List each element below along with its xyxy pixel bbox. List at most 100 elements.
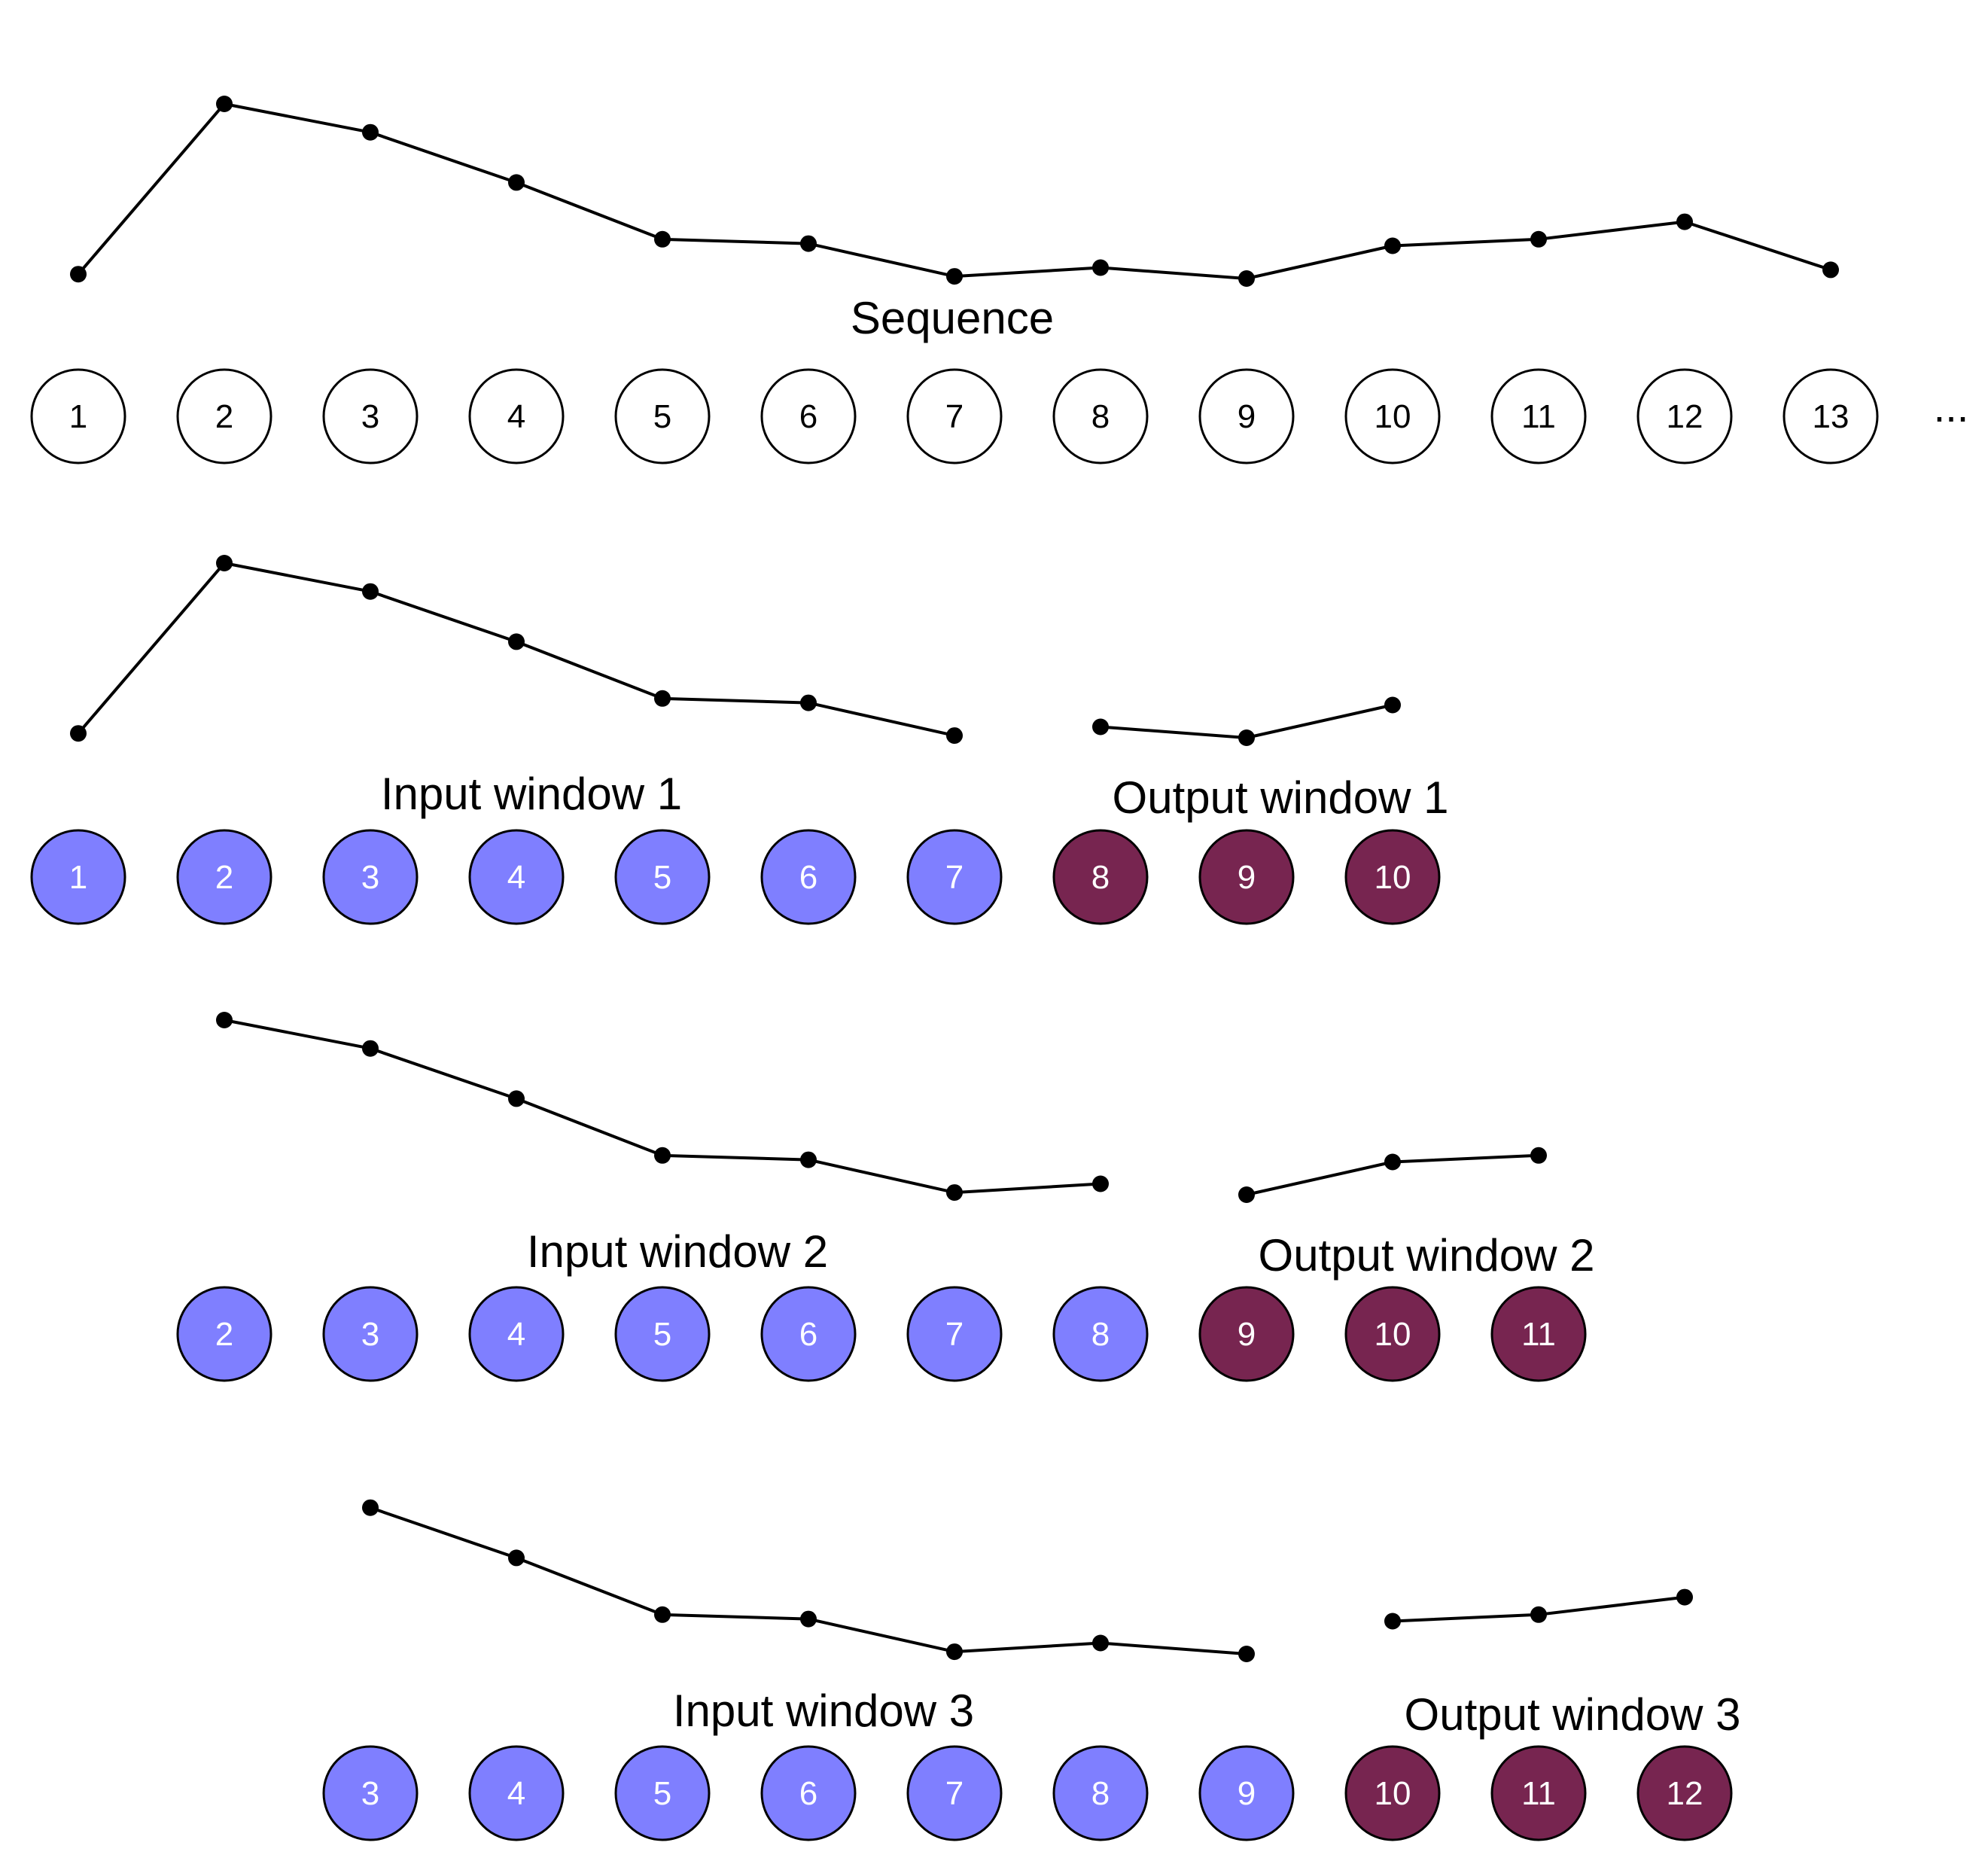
window-1-input-node-3-number: 3 bbox=[361, 859, 379, 896]
window-2-point-10 bbox=[1384, 1153, 1401, 1171]
window-2-output-node-10-number: 10 bbox=[1375, 1316, 1411, 1353]
window-2-point-4 bbox=[508, 1090, 525, 1107]
sequence-node-8: 8 bbox=[1052, 368, 1149, 464]
window-1-input-node-5-number: 5 bbox=[653, 859, 671, 896]
window-1-input-node-6: 6 bbox=[760, 829, 857, 925]
window-1-output-node-10-number: 10 bbox=[1375, 859, 1411, 896]
window-1-output-node-10-circle bbox=[1344, 829, 1441, 925]
window-3-output-node-11-number: 11 bbox=[1521, 1775, 1556, 1812]
window-3-point-6 bbox=[800, 1610, 817, 1628]
window-2-output-node-9-number: 9 bbox=[1238, 1316, 1256, 1353]
window-3-input-node-5-circle bbox=[614, 1745, 711, 1841]
window-2-input-node-6-circle bbox=[760, 1286, 857, 1382]
sequence-node-13: 13 bbox=[1783, 368, 1879, 464]
sequence-node-6-number: 6 bbox=[799, 398, 817, 435]
window-2-input-node-6: 6 bbox=[760, 1286, 857, 1382]
sequence-point-2 bbox=[216, 96, 233, 112]
window-3-point-8 bbox=[1092, 1634, 1109, 1652]
window-1-input-node-1-circle bbox=[30, 829, 126, 925]
sequence-ellipsis: ... bbox=[1934, 383, 1969, 431]
window-2-input-node-7: 7 bbox=[906, 1286, 1003, 1382]
window-3-input-node-7-circle bbox=[906, 1745, 1003, 1841]
window-3-input-node-8-circle bbox=[1052, 1745, 1149, 1841]
sequence-node-13-number: 13 bbox=[1813, 398, 1849, 435]
window-3-output-node-10: 10 bbox=[1344, 1745, 1441, 1841]
sequence-node-8-number: 8 bbox=[1091, 398, 1110, 435]
sequence-point-8 bbox=[1092, 259, 1109, 276]
window-2-point-2 bbox=[216, 1012, 233, 1028]
window-2-input-node-3: 3 bbox=[322, 1286, 419, 1382]
window-3-input-node-5-number: 5 bbox=[653, 1775, 671, 1812]
sequence-node-8-circle bbox=[1052, 368, 1149, 464]
window-3-input-node-8: 8 bbox=[1052, 1745, 1149, 1841]
sequence-node-10-number: 10 bbox=[1375, 398, 1411, 435]
sequence-point-3 bbox=[362, 123, 379, 141]
sequence-node-5-circle bbox=[614, 368, 711, 464]
sequence-node-7: 7 bbox=[906, 368, 1003, 464]
window-3-point-10 bbox=[1384, 1613, 1401, 1630]
window-1-input-node-5-circle bbox=[614, 829, 711, 925]
window-3-input-node-7: 7 bbox=[906, 1745, 1003, 1841]
window-1-input-node-7-circle bbox=[906, 829, 1003, 925]
sequence-node-1-number: 1 bbox=[69, 398, 87, 435]
sequence-node-12-circle bbox=[1636, 368, 1733, 464]
window-2-input-node-8: 8 bbox=[1052, 1286, 1149, 1382]
window-3-point-9 bbox=[1238, 1646, 1255, 1662]
window-3-input-node-6-number: 6 bbox=[799, 1775, 817, 1812]
sequence-node-11: 11 bbox=[1490, 368, 1587, 464]
sequence-node-1-circle bbox=[30, 368, 126, 464]
sequence-node-4: 4 bbox=[468, 368, 565, 464]
sequence-node-2-number: 2 bbox=[215, 398, 233, 435]
window-2-input-node-7-circle bbox=[906, 1286, 1003, 1382]
window-2-input-node-4: 4 bbox=[468, 1286, 565, 1382]
window-1-input-node-1: 1 bbox=[30, 829, 126, 925]
sequence-point-13 bbox=[1822, 261, 1839, 279]
window-1-output-node-9-circle bbox=[1198, 829, 1295, 925]
window-1-point-3 bbox=[362, 583, 379, 600]
window-3-input-node-9-number: 9 bbox=[1238, 1775, 1256, 1812]
sequence-node-4-circle bbox=[468, 368, 565, 464]
sequence-line bbox=[77, 102, 1831, 280]
sequence-node-6-circle bbox=[760, 368, 857, 464]
window-3-point-4 bbox=[508, 1549, 525, 1567]
window-2-point-3 bbox=[362, 1040, 379, 1057]
window-1-input-node-4-circle bbox=[468, 829, 565, 925]
window-1-point-6 bbox=[800, 694, 817, 711]
window-2-point-7 bbox=[946, 1184, 963, 1201]
sequence-point-9 bbox=[1238, 270, 1255, 287]
window-2-output-node-11-number: 11 bbox=[1521, 1316, 1556, 1353]
sequence-node-4-number: 4 bbox=[507, 398, 525, 435]
window-3-point-12 bbox=[1676, 1588, 1693, 1606]
window-3-point-5 bbox=[654, 1606, 671, 1623]
window-2-input-node-5-circle bbox=[614, 1286, 711, 1382]
sequence-node-11-number: 11 bbox=[1521, 398, 1556, 435]
window-3-point-3 bbox=[362, 1499, 379, 1516]
window-1-points bbox=[70, 555, 1401, 746]
sequence-node-7-circle bbox=[906, 368, 1003, 464]
window-1-output-node-8-number: 8 bbox=[1091, 859, 1110, 896]
window-2-input-node-2-number: 2 bbox=[215, 1316, 233, 1353]
window-3-input-node-5: 5 bbox=[614, 1745, 711, 1841]
window-1-input-node-3: 3 bbox=[322, 829, 419, 925]
window-1-input-node-6-number: 6 bbox=[799, 859, 817, 896]
window-2-point-9 bbox=[1238, 1186, 1255, 1203]
window-2-input-node-5: 5 bbox=[614, 1286, 711, 1382]
input-window-2-line bbox=[224, 1019, 1101, 1195]
window-1-input-node-2-number: 2 bbox=[215, 859, 233, 896]
window-1-input-node-4: 4 bbox=[468, 829, 565, 925]
window-1-output-node-10: 10 bbox=[1344, 829, 1441, 925]
window-2-input-node-6-number: 6 bbox=[799, 1316, 817, 1353]
window-3-input-node-3: 3 bbox=[322, 1745, 419, 1841]
window-1-input-node-6-circle bbox=[760, 829, 857, 925]
sequence-point-10 bbox=[1384, 237, 1401, 254]
sequence-node-13-circle bbox=[1783, 368, 1879, 464]
sequence-point-1 bbox=[70, 266, 87, 283]
sequence-points bbox=[70, 96, 1839, 287]
sequence-point-12 bbox=[1676, 213, 1693, 230]
window-2-point-5 bbox=[654, 1147, 671, 1164]
